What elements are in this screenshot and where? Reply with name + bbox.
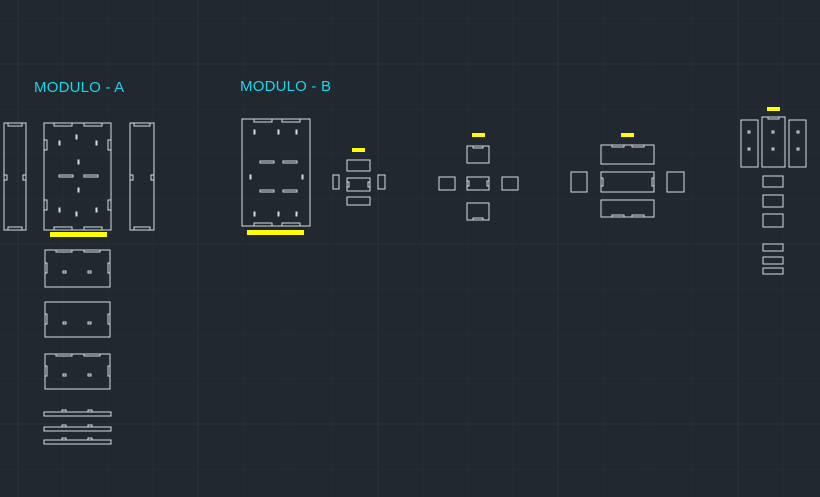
module-a-label[interactable]: MODULO - A — [34, 79, 125, 96]
module-a-shelf-2[interactable] — [44, 301, 111, 338]
module-a-strip-3[interactable] — [43, 437, 112, 445]
module-a-side-panel-right[interactable] — [129, 122, 155, 231]
module-a-shelf-1[interactable] — [44, 249, 111, 288]
module-b-small-parts-4[interactable] — [740, 116, 807, 275]
module-b-small-parts-3[interactable] — [570, 144, 685, 218]
highlight-module-b — [247, 230, 304, 235]
selection-highlights — [50, 107, 780, 237]
highlight-parts-1 — [352, 148, 365, 152]
module-a-shelf-3[interactable] — [44, 353, 111, 390]
highlight-module-a — [50, 232, 107, 237]
highlight-parts-3 — [621, 133, 634, 137]
module-b-small-parts-2[interactable] — [438, 145, 519, 221]
module-a-strip-1[interactable] — [43, 409, 112, 417]
module-b-label[interactable]: MODULO - B — [240, 78, 332, 95]
module-a-side-panel-left[interactable] — [3, 122, 27, 231]
module-b-small-parts-1[interactable] — [332, 159, 386, 206]
highlight-parts-4 — [767, 107, 780, 111]
module-a-strip-2[interactable] — [43, 424, 112, 432]
module-a-back-panel[interactable] — [43, 122, 112, 231]
module-b-back-panel[interactable] — [241, 118, 311, 227]
highlight-parts-2 — [472, 133, 485, 137]
